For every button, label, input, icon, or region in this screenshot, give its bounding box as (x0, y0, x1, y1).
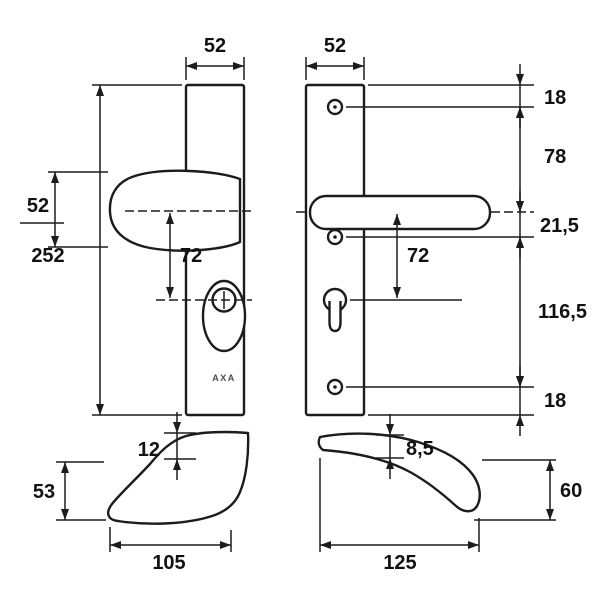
dimension-knob-profile-height: 53 (33, 461, 106, 521)
dimension-knob-height: 52 (20, 171, 108, 248)
dim-knob-to-cylinder-label: 72 (180, 245, 202, 267)
knob-front (108, 169, 242, 252)
dimension-knob-neck-thickness: 12 (138, 412, 196, 480)
dimension-plate-height: 252 (31, 84, 182, 416)
dim-top-to-screw-label: 18 (544, 87, 566, 109)
dim-screw-to-bottom-label: 18 (544, 390, 566, 412)
right-plate-front-view (296, 83, 534, 417)
middle-screw-center (333, 235, 337, 239)
dim-right-plate-width-label: 52 (324, 35, 346, 57)
knob-profile (106, 430, 250, 525)
lever-profile (317, 432, 481, 513)
dim-knob-neck-thickness-label: 12 (138, 439, 160, 461)
dimension-left-plate-width: 52 (185, 35, 245, 80)
dim-lever-profile-height-label: 60 (560, 480, 582, 502)
dimension-lever-profile-height: 60 (474, 459, 582, 521)
dim-screw-to-screw-label: 116,5 (538, 301, 587, 323)
dim-knob-profile-length-label: 105 (152, 552, 185, 574)
dim-knob-profile-height-label: 53 (33, 481, 55, 503)
bottom-screw-center (333, 385, 337, 389)
dimension-lever-thickness: 8,5 (376, 414, 434, 479)
dimension-knob-profile-length: 105 (109, 527, 232, 574)
knob-side-view (106, 430, 250, 525)
right-backplate (304, 83, 366, 417)
dimension-knob-to-cylinder: 72 (166, 213, 202, 298)
lever-side-view (317, 432, 481, 513)
dim-lever-profile-length-label: 125 (383, 552, 416, 574)
dimension-chain-right: 18 78 21,5 116,5 18 (346, 64, 587, 436)
dimension-lever-profile-length: 125 (319, 458, 480, 574)
euro-cylinder-stem (328, 301, 342, 333)
dim-knob-height-label: 52 (27, 195, 49, 217)
dim-screw-to-lever-axis-label: 78 (544, 146, 566, 168)
dim-left-plate-width-label: 52 (204, 35, 226, 57)
dim-lever-axis-to-screw-label: 21,5 (540, 215, 579, 237)
top-screw-center (333, 105, 337, 109)
brand-stamp: AXA (212, 373, 236, 383)
dimension-lever-to-cylinder: 72 (350, 214, 462, 301)
left-plate-front-view: AXA (108, 83, 252, 417)
dim-lever-thickness-label: 8,5 (406, 438, 434, 460)
lever-front (308, 194, 492, 231)
dimension-right-plate-width: 52 (305, 35, 365, 80)
dim-lever-to-cylinder-label: 72 (407, 245, 429, 267)
dim-plate-height-label: 252 (31, 245, 64, 267)
